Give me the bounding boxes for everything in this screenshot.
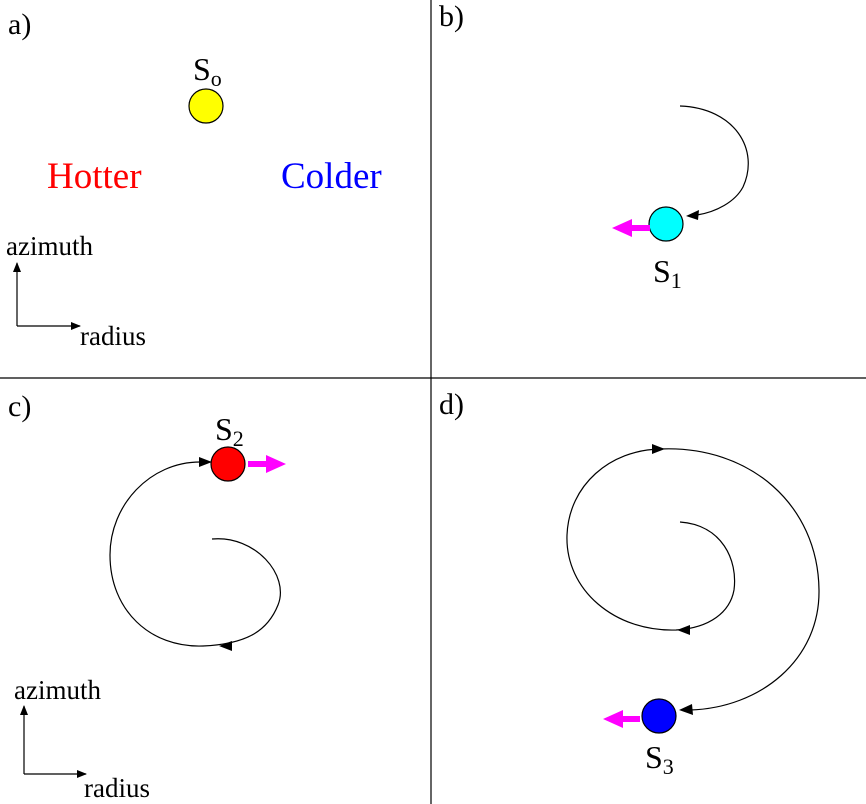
star-s2 <box>210 446 246 482</box>
radius-label-a: radius <box>80 321 146 351</box>
orbit-arrowhead-c-top <box>199 457 212 467</box>
panel-b-label: b) <box>439 0 464 33</box>
star-s1-letter: S <box>653 253 671 289</box>
orbit-path-b <box>679 105 749 216</box>
orbit-arrowhead-b <box>686 210 699 220</box>
orbit-arrowhead-d-inner <box>677 625 690 635</box>
svg-text:S3: S3 <box>645 739 674 779</box>
azimuth-label-c: azimuth <box>14 675 101 705</box>
star-s3-subscript: 3 <box>663 754 674 779</box>
panel-a: a) So Hotter Colder azimuth radius <box>6 8 382 351</box>
axis-indicator-c: azimuth radius <box>14 675 150 803</box>
radius-label-c: radius <box>84 773 150 803</box>
star-s0-letter: S <box>193 51 211 87</box>
orbit-arrowhead-c-bottom <box>219 641 232 651</box>
star-s0-subscript: o <box>211 66 222 91</box>
star-s0 <box>188 88 224 124</box>
star-s1-label: S1 <box>653 253 682 293</box>
star-s3 <box>641 698 677 734</box>
star-s2-label: S2 <box>215 411 244 451</box>
star-s1 <box>648 206 684 242</box>
svg-text:So: So <box>193 51 222 91</box>
svg-text:S2: S2 <box>215 411 244 451</box>
orbit-path-d <box>566 448 820 711</box>
star-s3-label: S3 <box>645 739 674 779</box>
star-s2-subscript: 2 <box>233 426 244 451</box>
star-s0-label: So <box>193 51 222 91</box>
velocity-arrow-b <box>612 219 650 237</box>
star-s2-letter: S <box>215 411 233 447</box>
panel-c-label: c) <box>8 390 31 423</box>
azimuth-label-a: azimuth <box>6 231 93 261</box>
velocity-arrow-d <box>603 710 640 728</box>
orbit-arrowhead-d-end <box>679 704 693 715</box>
panel-a-label: a) <box>8 8 31 41</box>
colder-label: Colder <box>281 156 382 197</box>
axis-indicator-a: azimuth radius <box>6 231 146 351</box>
star-s3-letter: S <box>645 739 663 775</box>
svg-text:S1: S1 <box>653 253 682 293</box>
panel-c: c) S2 azimuth radius <box>8 390 286 803</box>
panel-d: d) S3 <box>439 388 820 779</box>
star-s1-subscript: 1 <box>671 268 682 293</box>
panel-d-label: d) <box>439 388 464 421</box>
orbit-path-c <box>109 461 281 647</box>
panel-b: b) S1 <box>439 0 749 293</box>
velocity-arrow-c <box>248 455 286 473</box>
orbit-arrowhead-d-top <box>652 444 665 454</box>
hotter-label: Hotter <box>47 156 142 197</box>
